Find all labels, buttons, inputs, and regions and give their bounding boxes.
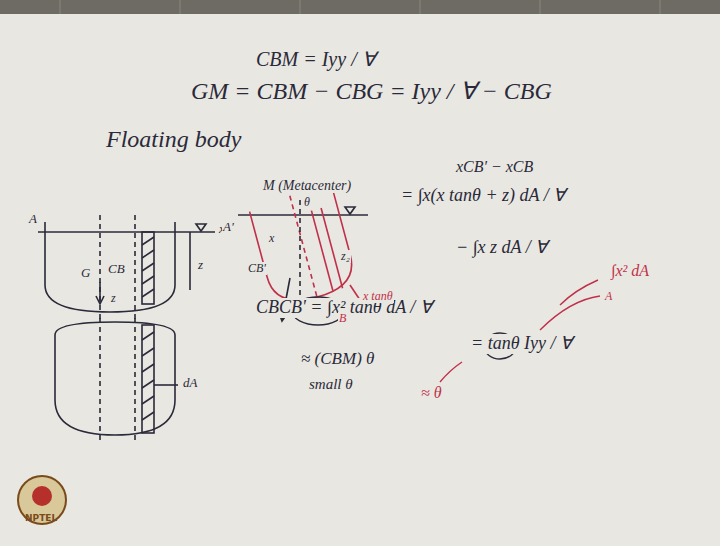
point-label: CB: [107, 262, 126, 276]
formula: GM = CBM − CBG = Iyy / ∀ − CBG: [190, 78, 553, 104]
board-top-edge: [0, 0, 720, 14]
heading-note: Floating body: [105, 126, 242, 152]
dimension-label: z₂: [340, 250, 351, 263]
annotation: A: [604, 290, 613, 303]
point-label: M (Metacenter): [262, 178, 352, 193]
point-label: B: [338, 312, 347, 325]
board-ticks: [60, 0, 660, 14]
formula: xCB' − xCB: [455, 158, 534, 176]
formula: − ∫x z dA / ∀: [455, 238, 548, 258]
formula: ≈ (CBM) θ: [300, 350, 375, 369]
point-label: G: [80, 266, 91, 280]
axis-label: x: [268, 232, 275, 245]
formula: CBM = Iyy / ∀: [255, 48, 377, 70]
annotation: ∫x² dA: [610, 262, 650, 280]
nptel-logo: [18, 476, 66, 524]
sketch-label: A: [28, 212, 38, 226]
axis-label: z: [197, 258, 204, 272]
formula: = ∫x(x tanθ + z) dA / ∀: [400, 186, 566, 206]
dimension-label: x tanθ: [362, 290, 394, 303]
formula: = tanθ Iyy / ∀: [470, 334, 573, 354]
annotation-arrows: [440, 280, 600, 382]
annotation: ≈ θ: [420, 384, 443, 402]
sketch-label: A': [222, 220, 235, 234]
upright-body-sketch: [38, 215, 215, 440]
area-label: dA: [182, 376, 198, 390]
note: small θ: [308, 376, 354, 393]
angle-label: θ: [303, 196, 311, 209]
point-label: CB': [247, 262, 267, 275]
logo-text: NPTEL: [24, 514, 58, 524]
dimension-label: z: [110, 292, 117, 305]
